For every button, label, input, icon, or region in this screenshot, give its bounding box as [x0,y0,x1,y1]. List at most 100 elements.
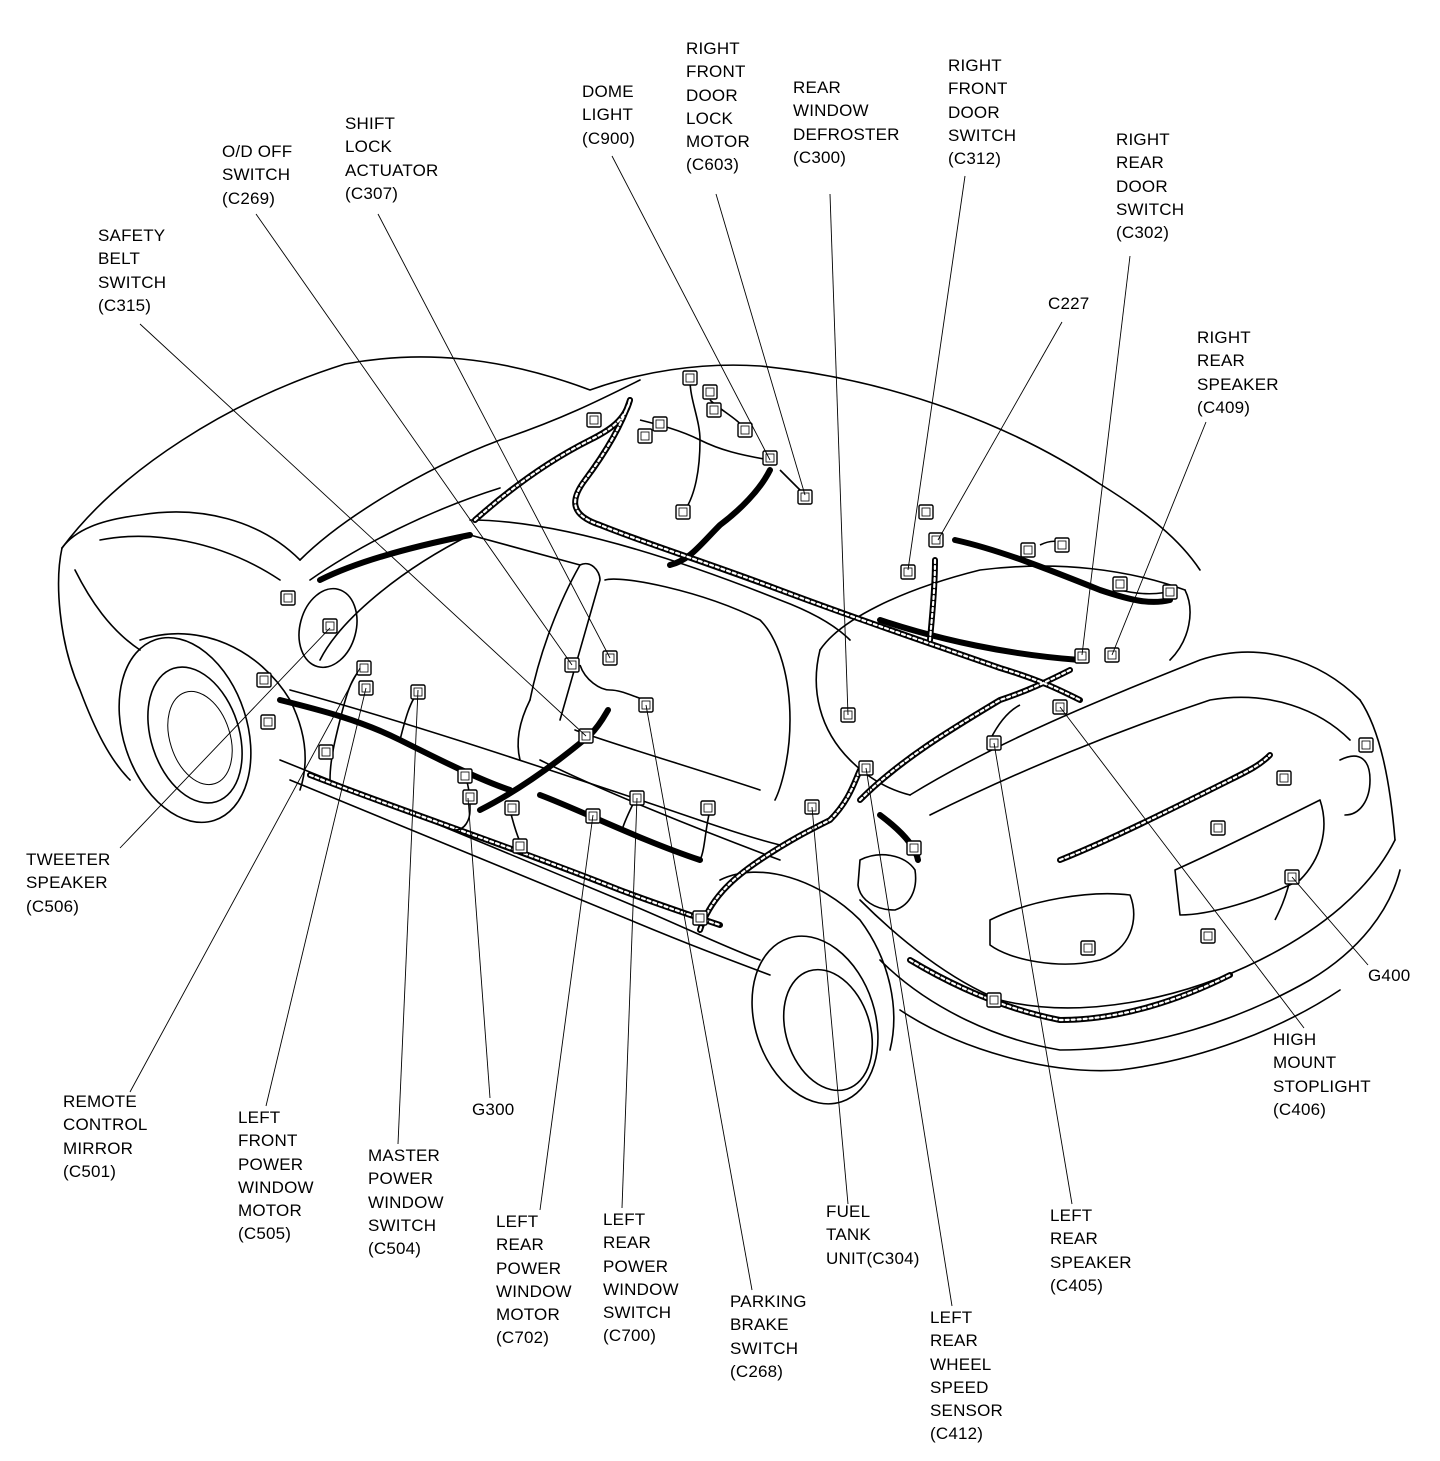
connector-45 [1276,770,1292,786]
connector-inner-3 [655,419,665,429]
connector-inner-16 [259,675,269,685]
label-parking-brake-switch: PARKING BRAKE SWITCH (C268) [730,1292,807,1381]
label-fuel-tank-unit: FUEL TANK UNIT(C304) [826,1202,920,1268]
connector-inner-36 [931,535,941,545]
leader-lines [119,155,1369,1307]
connector-inner-5 [589,415,599,425]
connector-inner-37 [1023,545,1033,555]
connector-inner-8 [800,492,810,502]
connector-inner-1 [705,387,715,397]
connector-inner-14 [325,621,335,631]
connector-9 [675,504,691,520]
connector-51 [986,992,1002,1008]
connector-inner-46 [1213,823,1223,833]
connector-inner-51 [989,995,999,1005]
label-g300: G300 [472,1100,515,1119]
connector-inner-25 [515,841,525,851]
connector-22 [457,768,473,784]
connector-inner-47 [1361,740,1371,750]
connector-inner-48 [1287,872,1297,882]
label-c227: C227 [1048,294,1090,313]
connector-inner-45 [1279,773,1289,783]
connector-18 [356,660,372,676]
connector-2 [706,402,722,418]
connector-17 [260,714,276,730]
connector-7 [762,450,778,466]
connector-inner-22 [460,771,470,781]
connector-24 [504,800,520,816]
label-left-rear-power-window-switch: LEFT REAR POWER WINDOW SWITCH (C700) [603,1210,679,1346]
connector-inner-39 [1115,579,1125,589]
connector-16 [256,672,272,688]
connector-28 [700,800,716,816]
label-right-front-door-switch: RIGHT FRONT DOOR SWITCH (C312) [948,56,1017,169]
connector-37 [1020,542,1036,558]
connector-inner-10 [567,660,577,670]
connector-inner-42 [1107,650,1117,660]
connector-inner-7 [765,453,775,463]
label-right-rear-speaker: RIGHT REAR SPEAKER (C409) [1197,328,1279,417]
label-left-front-power-window-motor: LEFT FRONT POWER WINDOW MOTOR (C505) [238,1108,314,1244]
connector-inner-32 [861,763,871,773]
connector-inner-24 [507,803,517,813]
connector-inner-19 [361,683,371,693]
label-right-front-door-lock-motor: RIGHT FRONT DOOR LOCK MOTOR (C603) [686,39,750,175]
connector-41 [1074,648,1090,664]
label-left-rear-wheel-speed-sensor: LEFT REAR WHEEL SPEED SENSOR (C412) [930,1308,1003,1444]
connector-inner-21 [321,747,331,757]
connector-47 [1358,737,1374,753]
connector-inner-44 [1055,702,1065,712]
connector-6 [737,422,753,438]
connector-inner-2 [709,405,719,415]
label-right-rear-door-switch: RIGHT REAR DOOR SWITCH (C302) [1116,130,1185,243]
label-master-power-window-switch: MASTER POWER WINDOW SWITCH (C504) [368,1146,444,1259]
connector-inner-12 [641,700,651,710]
connectors [256,370,1374,1008]
connector-inner-4 [640,431,650,441]
connector-29 [692,910,708,926]
connector-inner-15 [283,593,293,603]
connector-inner-40 [1165,587,1175,597]
label-left-rear-power-window-motor: LEFT REAR POWER WINDOW MOTOR (C702) [496,1212,572,1348]
label-od-off-switch: O/D OFF SWITCH (C269) [222,142,293,208]
wiring-harness [277,379,1291,1023]
connector-inner-9 [678,507,688,517]
label-high-mount-stoplight: HIGH MOUNT STOPLIGHT (C406) [1273,1030,1371,1119]
connector-50 [1080,940,1096,956]
connector-25 [512,838,528,854]
connector-40 [1162,584,1178,600]
connector-35 [900,564,916,580]
connector-21 [318,744,334,760]
label-safety-belt-switch: SAFETY BELT SWITCH (C315) [98,226,167,315]
connector-14 [322,618,338,634]
connector-inner-26 [588,811,598,821]
label-left-rear-speaker: LEFT REAR SPEAKER (C405) [1050,1206,1132,1295]
connector-23 [462,789,478,805]
connector-inner-50 [1083,943,1093,953]
connector-inner-23 [465,792,475,802]
car-body [57,356,1401,1105]
connector-5 [586,412,602,428]
label-remote-control-mirror: REMOTE CONTROL MIRROR (C501) [63,1092,148,1181]
connector-39 [1112,576,1128,592]
label-g400: G400 [1368,966,1411,985]
connector-inner-28 [703,803,713,813]
connector-46 [1210,820,1226,836]
connector-4 [637,428,653,444]
connector-38 [1054,537,1070,553]
connector-inner-0 [685,373,695,383]
connector-inner-33 [909,843,919,853]
label-shift-lock-actuator: SHIFT LOCK ACTUATOR (C307) [345,114,439,203]
connector-8 [797,489,813,505]
connector-33 [906,840,922,856]
connector-3 [652,416,668,432]
connector-inner-38 [1057,540,1067,550]
connector-34 [918,504,934,520]
connector-inner-49 [1203,931,1213,941]
label-rear-window-defroster: REAR WINDOW DEFROSTER (C300) [793,78,900,167]
connector-inner-6 [740,425,750,435]
connector-inner-11 [605,653,615,663]
label-tweeter-speaker: TWEETER SPEAKER (C506) [26,850,111,916]
